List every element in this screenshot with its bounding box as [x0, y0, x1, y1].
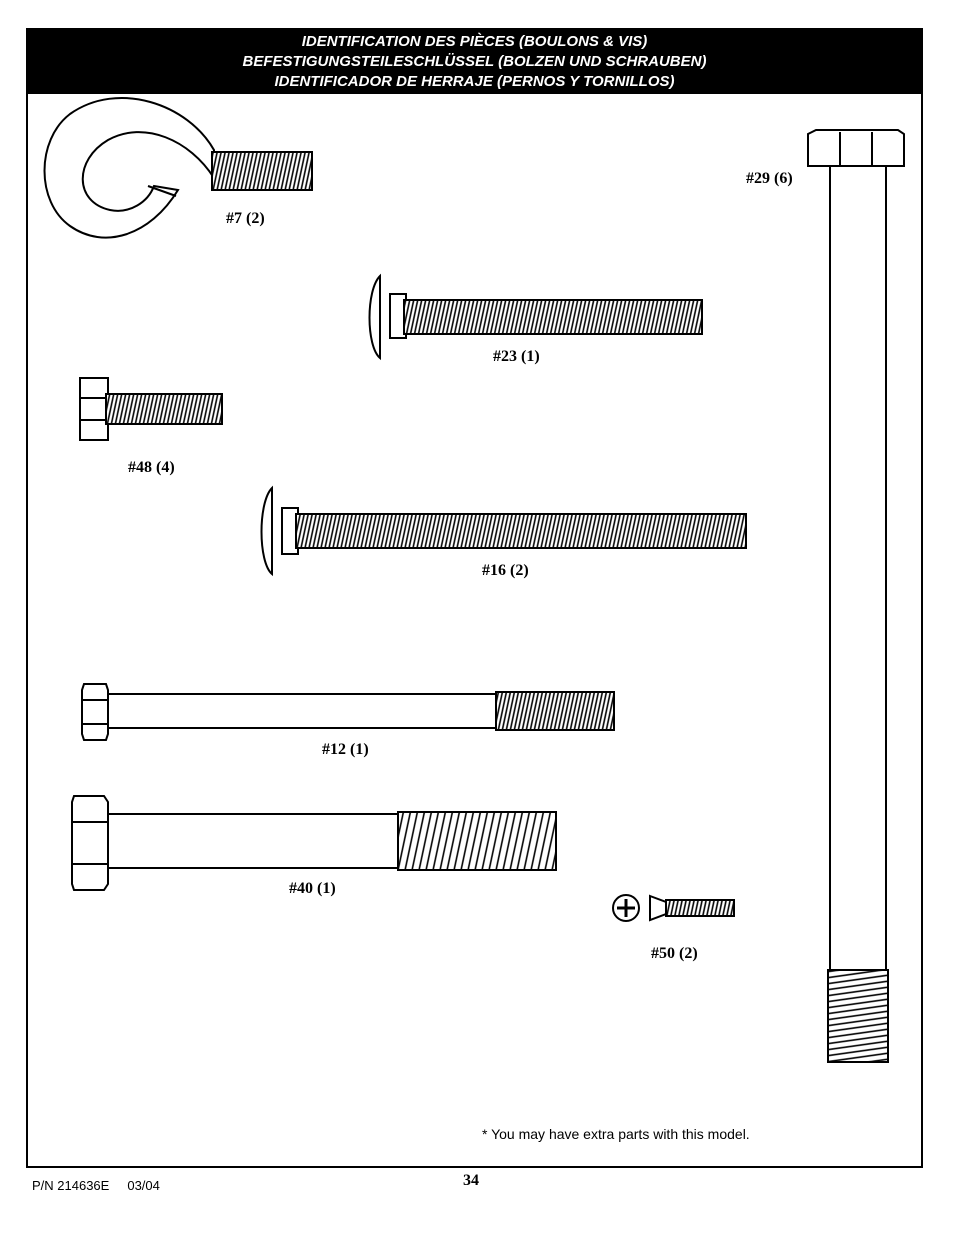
extra-parts-note: * You may have extra parts with this mod…	[482, 1126, 750, 1142]
hex-bolt-icon	[81, 683, 615, 741]
header-title-de: BEFESTIGUNGSTEILESCHLÜSSEL (BOLZEN UND S…	[242, 53, 707, 70]
revision-date: 03/04	[127, 1178, 160, 1193]
flange-hex-bolt-icon	[79, 377, 223, 441]
part-number-footer: P/N 214636E 03/04	[32, 1178, 160, 1193]
page-header: IDENTIFICATION DES PIÈCES (BOULONS & VIS…	[28, 30, 921, 94]
part-number: P/N 214636E	[32, 1178, 110, 1193]
eye-bolt-icon	[43, 97, 313, 239]
part-label-23: #23 (1)	[493, 348, 540, 365]
part-label-29: #29 (6)	[746, 170, 793, 187]
part-label-7: #7 (2)	[226, 210, 265, 227]
part-label-48: #48 (4)	[128, 459, 175, 476]
page-frame: IDENTIFICATION DES PIÈCES (BOULONS & VIS…	[26, 28, 923, 1168]
part-label-40: #40 (1)	[289, 880, 336, 897]
header-title-es: IDENTIFICADOR DE HERRAJE (PERNOS Y TORNI…	[274, 73, 675, 90]
part-label-16: #16 (2)	[482, 562, 529, 579]
header-title-fr: IDENTIFICATION DES PIÈCES (BOULONS & VIS…	[301, 33, 648, 50]
long-hex-bolt-icon	[807, 129, 905, 1063]
page-number: 34	[463, 1172, 479, 1189]
carriage-bolt-icon	[260, 485, 747, 577]
part-label-50: #50 (2)	[651, 945, 698, 962]
carriage-bolt-icon	[368, 273, 703, 361]
phillips-screw-icon	[612, 894, 735, 922]
hex-bolt-icon	[71, 795, 557, 891]
part-label-12: #12 (1)	[322, 741, 369, 758]
